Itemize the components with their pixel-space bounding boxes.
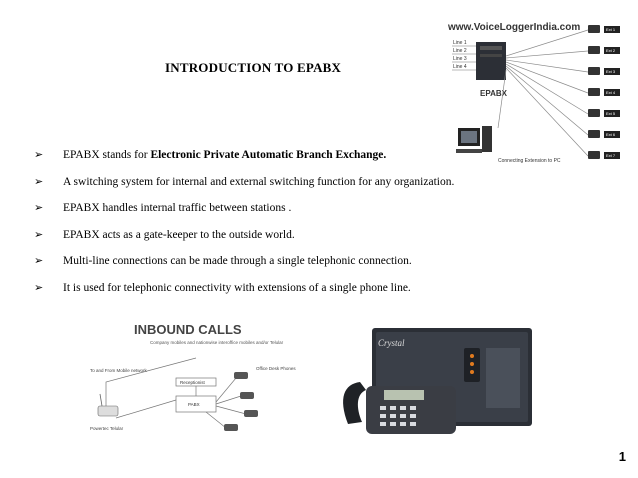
diagram-caption: Connecting Extension to PC bbox=[498, 158, 561, 164]
line-3-label: Line 3 bbox=[453, 56, 467, 62]
bullet-item: ➢ It is used for telephonic connectivity… bbox=[34, 281, 504, 308]
pabx-label: PABX bbox=[188, 402, 200, 407]
bullet-item: ➢ EPABX handles internal traffic between… bbox=[34, 201, 504, 228]
ext-5-label: Ext 5 bbox=[606, 111, 616, 116]
bullet-item: ➢ EPABX acts as a gate-keeper to the out… bbox=[34, 228, 504, 255]
powertec-label: Powertec Telular bbox=[90, 426, 124, 431]
extension-connections bbox=[497, 29, 589, 157]
epabx-box-label: EPABX bbox=[480, 89, 508, 98]
inbound-connections bbox=[105, 357, 247, 429]
bullet-text: EPABX handles internal traffic between s… bbox=[63, 202, 292, 215]
line-2-label: Line 2 bbox=[453, 48, 467, 54]
bullet-list: ➢ EPABX stands for Electronic Private Au… bbox=[34, 148, 504, 308]
epabx-diagram: www.VoiceLoggerIndia.com Line 1 Line 2 L… bbox=[447, 22, 620, 164]
epabx-box-icon bbox=[476, 42, 506, 80]
computer-icon bbox=[456, 126, 492, 153]
bullet-item: ➢ A switching system for internal and ex… bbox=[34, 175, 504, 202]
line-4-label: Line 4 bbox=[453, 64, 467, 70]
bullet-text: EPABX stands for bbox=[63, 149, 151, 161]
receptionist-label: Receptionist bbox=[180, 380, 206, 385]
product-brand: Crystal bbox=[378, 338, 405, 348]
arrow-bullet-icon: ➢ bbox=[34, 201, 44, 215]
router-icon bbox=[97, 393, 119, 417]
arrow-bullet-icon: ➢ bbox=[34, 148, 44, 161]
bullet-text: Multi-line connections can be made throu… bbox=[63, 255, 412, 268]
ext-2-label: Ext 2 bbox=[606, 48, 616, 53]
arrow-bullet-icon: ➢ bbox=[34, 280, 44, 294]
inbound-calls-diagram: INBOUND CALLS Company mobiles and nation… bbox=[90, 322, 296, 431]
ext-7-label: Ext 7 bbox=[606, 153, 616, 158]
bullet-item: ➢ EPABX stands for Electronic Private Au… bbox=[34, 148, 504, 175]
bullet-text: EPABX acts as a gate-keeper to the outsi… bbox=[63, 228, 295, 241]
telephone-icon bbox=[343, 382, 456, 434]
line-1-label: Line 1 bbox=[453, 40, 467, 46]
inbound-title: INBOUND CALLS bbox=[134, 322, 242, 337]
extension-phones-icon bbox=[588, 25, 600, 159]
bullet-item: ➢ Multi-line connections can be made thr… bbox=[34, 254, 504, 281]
ext-4-label: Ext 4 bbox=[606, 90, 616, 95]
inbound-left-label: To and From Mobile network bbox=[90, 368, 148, 373]
arrow-bullet-icon: ➢ bbox=[34, 174, 44, 188]
bullet-text: It is used for telephonic connectivity w… bbox=[63, 281, 411, 294]
inbound-subtitle: Company mobiles and nationwise interoffi… bbox=[150, 340, 284, 345]
epabx-device-image: Crystal bbox=[343, 328, 532, 434]
ext-6-label: Ext 6 bbox=[606, 132, 616, 137]
bullet-text: A switching system for internal and exte… bbox=[63, 175, 455, 188]
arrow-bullet-icon: ➢ bbox=[34, 254, 44, 268]
office-phones-label: Office Desk Phones bbox=[256, 366, 296, 371]
ext-1-label: Ext 1 bbox=[606, 27, 616, 32]
diagram-website: www.VoiceLoggerIndia.com bbox=[447, 22, 580, 33]
ext-3-label: Ext 3 bbox=[606, 69, 616, 74]
desk-phone-icon bbox=[224, 372, 258, 431]
bullet-bold-text: Electronic Private Automatic Branch Exch… bbox=[150, 149, 387, 161]
arrow-bullet-icon: ➢ bbox=[34, 227, 44, 241]
slide-title: INTRODUCTION TO EPABX bbox=[165, 60, 342, 75]
page-number: 1 bbox=[618, 449, 626, 464]
diagram-lines bbox=[452, 45, 476, 71]
